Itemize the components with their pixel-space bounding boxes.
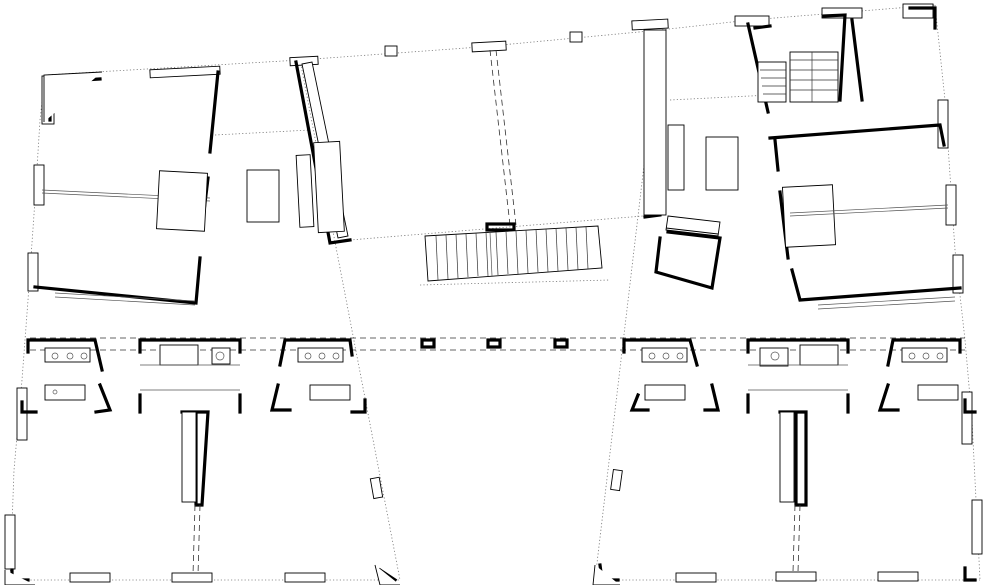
unit-lower-left [20, 338, 367, 576]
unit-lower-right [622, 338, 977, 573]
flat-upper-right [746, 13, 962, 310]
central-hall [294, 29, 739, 245]
flat-upper-left [33, 70, 280, 306]
central-stair [424, 225, 603, 282]
lift-core [654, 215, 722, 291]
corner-pieces [4, 6, 977, 585]
